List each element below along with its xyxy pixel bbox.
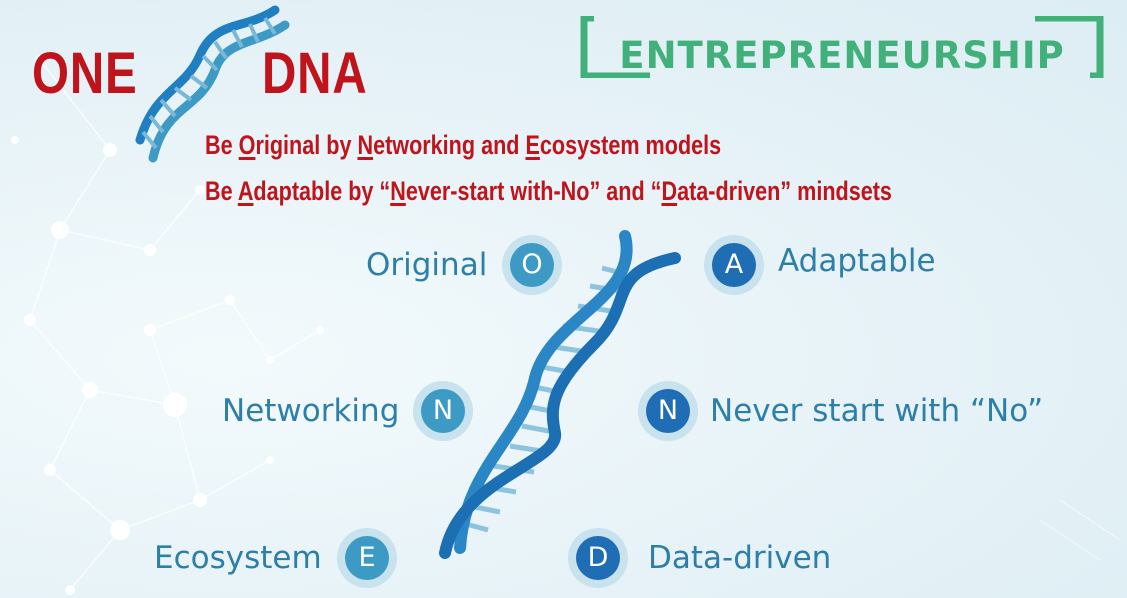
tagline-1-letter-e: E <box>525 130 540 160</box>
label-ecosystem: Ecosystem <box>154 540 322 576</box>
label-networking: Networking <box>222 393 400 429</box>
badge-n-left: N <box>412 380 474 442</box>
tagline-1-letter-n: N <box>357 130 374 160</box>
banner-text: ENTREPRENEURSHIP <box>619 34 1065 77</box>
label-adaptable: Adaptable <box>778 243 936 279</box>
tagline-1-text: cosystem models <box>539 130 722 160</box>
badge-letter-n: N <box>432 395 454 426</box>
label-original: Original <box>366 247 488 283</box>
label-data-driven: Data-driven <box>648 540 832 576</box>
label-never-start-with-no: Never start with “No” <box>710 393 1044 429</box>
banner-bracket-frame <box>580 16 1104 78</box>
badge-o: O <box>501 234 563 296</box>
badge-ring <box>502 235 562 295</box>
badge-ring <box>638 381 698 441</box>
dna-helix-icon <box>439 230 681 559</box>
tagline-2-letter-a: A <box>237 176 254 206</box>
badge-ring <box>413 381 473 441</box>
badge-a: A <box>703 234 765 296</box>
tagline-2-text: Be <box>205 176 238 206</box>
small-dna-icon <box>135 5 290 163</box>
tagline-2: Be Adaptable by “Never-start with-No” an… <box>205 176 892 207</box>
tagline-1-text: Be <box>205 130 239 160</box>
tagline-1: Be Original by Networking and Ecosystem … <box>205 130 721 161</box>
tagline-2-text: daptable by “ <box>253 176 391 206</box>
badge-letter-n: N <box>657 395 679 426</box>
tagline-2-text: ever-start with-No” and “ <box>405 176 662 206</box>
title-one: ONE <box>32 41 138 106</box>
tagline-2-text: ata-driven” mindsets <box>677 176 892 206</box>
badge-ring <box>337 528 397 588</box>
badge-letter-e: E <box>358 542 376 573</box>
badge-letter-d: D <box>587 542 609 573</box>
entrepreneurship-banner: ENTREPRENEURSHIP <box>580 16 1104 78</box>
badge-d: D <box>567 527 629 589</box>
tagline-1-text: riginal by <box>255 130 358 160</box>
tagline-2-letter-d: D <box>661 176 678 206</box>
title-dna: DNA <box>262 41 368 106</box>
tagline-1-text: etworking and <box>373 130 526 160</box>
badge-ring <box>704 235 764 295</box>
badge-e: E <box>336 527 398 589</box>
tagline-1-letter-o: O <box>238 130 256 160</box>
badge-n-right: N <box>637 380 699 442</box>
badge-letter-a: A <box>724 249 744 280</box>
badge-letter-o: O <box>521 249 543 280</box>
tagline-2-letter-n: N <box>390 176 406 206</box>
badge-ring <box>568 528 628 588</box>
